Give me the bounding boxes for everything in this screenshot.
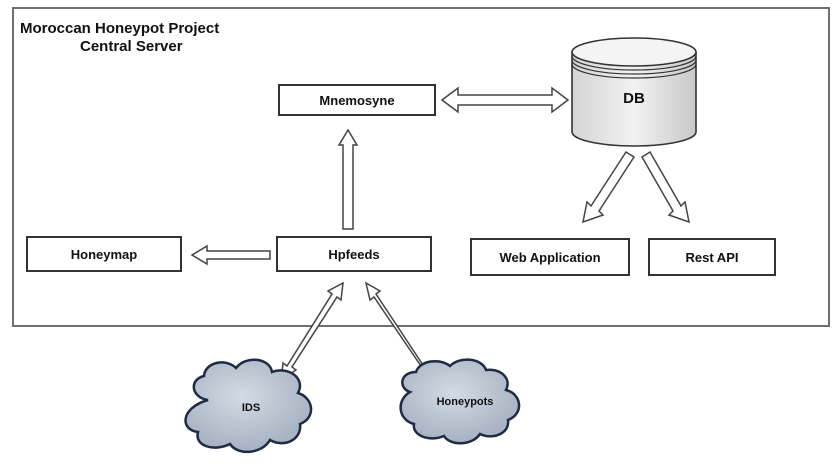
ids-label: IDS (241, 402, 261, 414)
rest-api-node: Rest API (648, 238, 776, 276)
hpfeeds-node: Hpfeeds (276, 236, 432, 272)
diagram-title: Moroccan Honeypot Project Central Server (20, 20, 320, 56)
honeymap-node: Honeymap (26, 236, 182, 272)
mnemosyne-node: Mnemosyne (278, 84, 436, 116)
db-label: DB (623, 90, 645, 107)
title-line-1: Moroccan Honeypot Project (20, 20, 220, 37)
honeypots-label: Honeypots (436, 396, 494, 408)
web-application-node: Web Application (470, 238, 630, 276)
title-line-2: Central Server (80, 38, 183, 55)
